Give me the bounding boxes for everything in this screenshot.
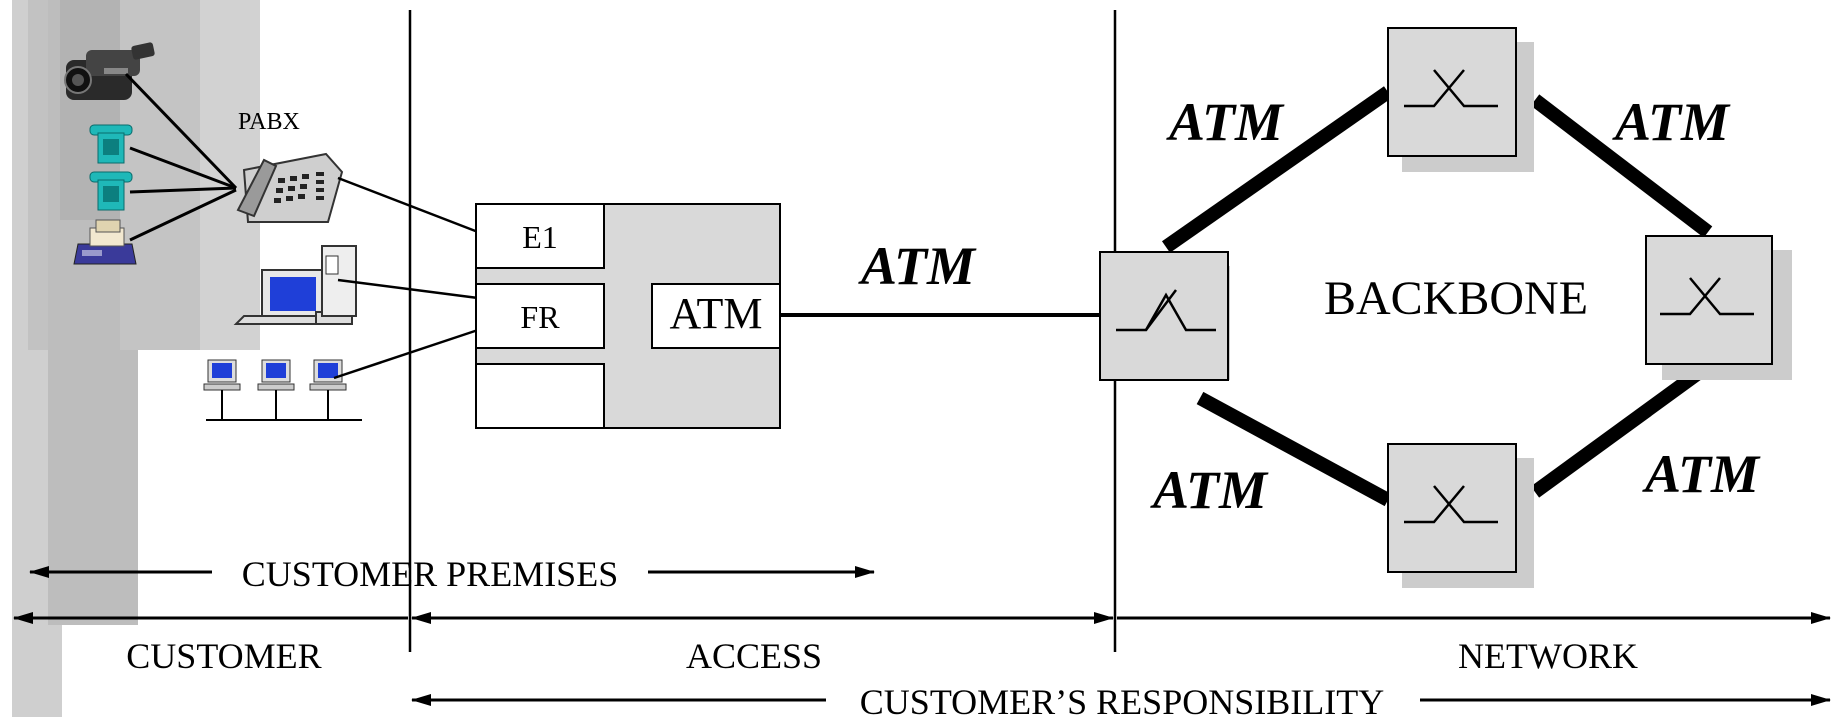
lan-workstations-icon xyxy=(203,359,362,421)
backbone-links xyxy=(1161,86,1713,507)
port-e1 xyxy=(475,203,605,269)
port-fr-label: FR xyxy=(520,299,560,335)
customer-to-access-lines xyxy=(333,176,479,380)
access-link-label: ATM xyxy=(858,236,977,296)
customer-premises-label: CUSTOMER PREMISES xyxy=(242,554,618,594)
port-empty xyxy=(475,363,605,429)
pabx-phone-icon xyxy=(236,152,344,223)
customer-building-backdrop xyxy=(12,0,260,717)
fax-machine-icon xyxy=(73,219,137,265)
access-label: ACCESS xyxy=(686,636,822,676)
backbone-link-label: ATM xyxy=(1166,92,1285,152)
backbone-label: BACKBONE xyxy=(1324,272,1588,325)
port-e1-label: E1 xyxy=(522,219,558,255)
atm-interface-label: ATM xyxy=(670,289,763,338)
telephone-icon xyxy=(89,124,133,164)
access-device: E1 FR ATM xyxy=(475,203,781,429)
backbone-link-label: ATM xyxy=(1642,444,1761,504)
backbone-link-label: ATM xyxy=(1612,92,1731,152)
backbone-link-label: ATM xyxy=(1150,460,1269,520)
customer-responsibility-label: CUSTOMER’S RESPONSIBILITY xyxy=(860,682,1384,717)
customer-label: CUSTOMER xyxy=(126,636,321,676)
atm-switch-right xyxy=(1645,235,1792,380)
atm-switch-left xyxy=(1099,251,1230,381)
pabx-label: PABX xyxy=(238,109,300,135)
video-camera-icon xyxy=(64,42,155,100)
device-to-pabx-lines xyxy=(124,72,238,242)
network-label: NETWORK xyxy=(1458,636,1638,676)
telephone-icon xyxy=(89,171,133,211)
atm-switch-top xyxy=(1387,27,1534,172)
atm-interface xyxy=(651,283,781,349)
atm-switch-bottom xyxy=(1387,443,1534,588)
port-fr xyxy=(475,283,605,349)
